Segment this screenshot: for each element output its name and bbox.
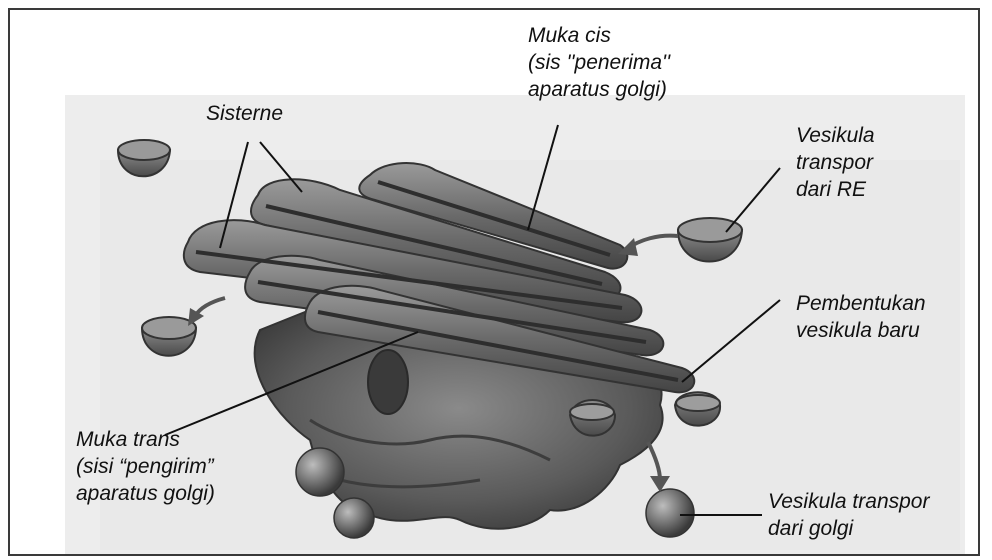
label-pembentukan: Pembentukan vesikula baru <box>796 290 926 344</box>
label-muka-cis-line3: aparatus golgi) <box>528 76 670 103</box>
label-muka-cis-line1: Muka cis <box>528 22 670 49</box>
sphere-vesicle-1 <box>296 448 344 496</box>
label-muka-trans: Muka trans (sisi “pengirim” aparatus gol… <box>76 426 215 507</box>
label-vesikula-golgi-line1: Vesikula transpor <box>768 488 929 515</box>
vesicle-from-re-rim <box>678 218 742 242</box>
budding-vesicle-1-rim <box>570 404 614 420</box>
vesicle-top-left-rim <box>118 140 170 160</box>
vesicle-left-rim <box>142 317 196 339</box>
sphere-vesicle-2 <box>334 498 374 538</box>
sphere-vesicle-3 <box>646 489 694 537</box>
label-vesikula-re: Vesikula transpor dari RE <box>796 122 875 203</box>
diagram-frame: Sisterne Muka cis (sis ''penerima'' apar… <box>8 8 980 556</box>
label-vesikula-re-line3: dari RE <box>796 176 875 203</box>
label-muka-trans-line1: Muka trans <box>76 426 215 453</box>
label-sisterne-text: Sisterne <box>206 100 283 127</box>
budding-vesicle-2-rim <box>676 395 720 411</box>
label-muka-trans-line2: (sisi “pengirim” <box>76 453 215 480</box>
label-vesikula-re-line2: transpor <box>796 149 875 176</box>
label-vesikula-golgi: Vesikula transpor dari golgi <box>768 488 929 542</box>
label-muka-cis: Muka cis (sis ''penerima'' aparatus golg… <box>528 22 670 103</box>
label-vesikula-golgi-line2: dari golgi <box>768 515 929 542</box>
label-sisterne: Sisterne <box>206 100 283 127</box>
label-vesikula-re-line1: Vesikula <box>796 122 875 149</box>
label-pembentukan-line1: Pembentukan <box>796 290 926 317</box>
label-pembentukan-line2: vesikula baru <box>796 317 926 344</box>
label-muka-trans-line3: aparatus golgi) <box>76 480 215 507</box>
label-muka-cis-line2: (sis ''penerima'' <box>528 49 670 76</box>
golgi-body-hole <box>368 350 408 414</box>
